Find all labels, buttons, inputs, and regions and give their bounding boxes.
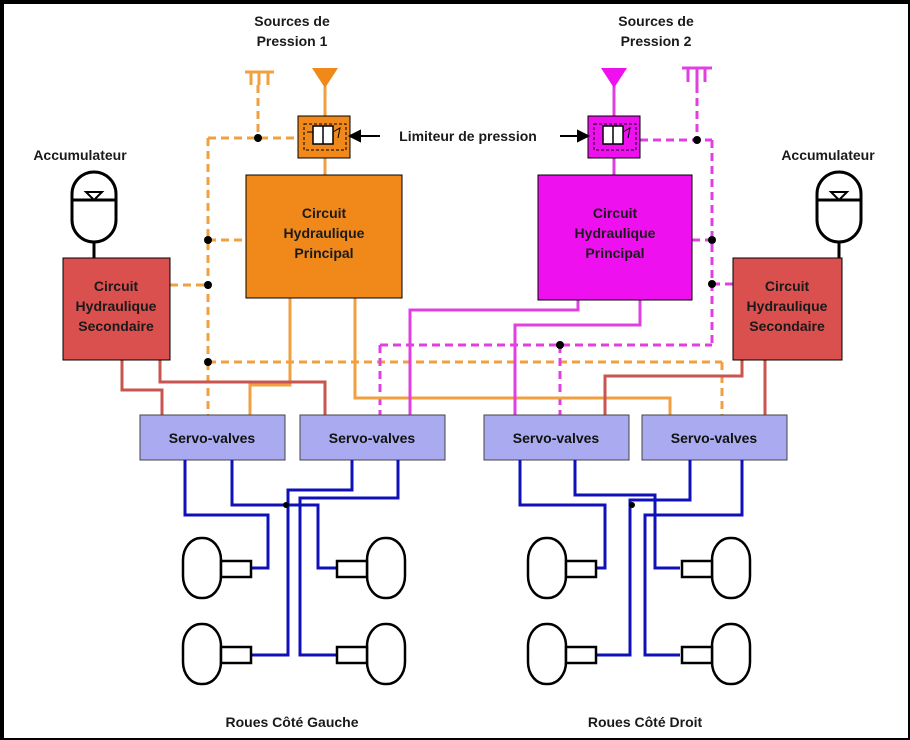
wheels-left-label: Roues Côté Gauche — [225, 714, 358, 730]
orange-supply-lines — [248, 85, 672, 415]
servo-valve-label-2: Servo-valves — [329, 430, 416, 446]
wheel-left-top-right-icon — [335, 536, 407, 600]
orange-drain-symbol — [245, 70, 274, 85]
secondary-left-line3: Secondaire — [78, 318, 154, 334]
secondary-left-line1: Circuit — [94, 278, 139, 294]
secondary-left-line2: Hydraulique — [76, 298, 157, 314]
pressure-limiter-left-icon — [297, 115, 351, 159]
wheel-left-top-left-icon — [181, 536, 253, 600]
servo-valve-box-3 — [483, 414, 630, 461]
servo-valve-box-4 — [641, 414, 788, 461]
servo-valve-box-2 — [299, 414, 446, 461]
wheel-left-bottom-right-icon — [335, 622, 407, 686]
junction-dots — [204, 134, 716, 508]
limiter-label: Limiteur de pression — [399, 128, 537, 144]
main-circuit-left-box — [245, 174, 403, 299]
accumulator-right-icon — [815, 170, 863, 258]
wheel-right-top-left-icon — [526, 536, 598, 600]
secondary-right-line3: Secondaire — [749, 318, 825, 334]
main-circuit-right-box — [537, 174, 693, 301]
servo-valve-label-1: Servo-valves — [169, 430, 256, 446]
secondary-circuit-left-box — [62, 257, 171, 361]
secondary-right-line2: Hydraulique — [747, 298, 828, 314]
blue-wheel-lines-right — [518, 460, 744, 657]
pressure-source-2-icon — [601, 68, 627, 88]
secondary-supply-lines — [120, 360, 767, 415]
wheel-right-top-right-icon — [680, 536, 752, 600]
secondary-circuit-right-box — [732, 257, 843, 361]
pressure-limiter-right-icon — [587, 115, 641, 159]
main-right-line1: Circuit — [593, 205, 638, 221]
main-right-line2: Hydraulique — [575, 225, 656, 241]
servo-valve-label-3: Servo-valves — [513, 430, 600, 446]
blue-wheel-lines-left — [183, 460, 400, 657]
servo-valve-label-4: Servo-valves — [671, 430, 758, 446]
source-2-label-line2: Pression 2 — [621, 33, 692, 49]
main-left-line3: Principal — [294, 245, 353, 261]
accumulator-left-label: Accumulateur — [33, 147, 127, 163]
accumulator-left-icon — [70, 170, 118, 258]
pressure-source-1-icon — [312, 68, 338, 88]
wheel-right-bottom-right-icon — [680, 622, 752, 686]
wheel-left-bottom-left-icon — [181, 622, 253, 686]
wheel-right-bottom-left-icon — [526, 622, 598, 686]
accumulator-right-label: Accumulateur — [781, 147, 875, 163]
wheels-right-label: Roues Côté Droit — [588, 714, 703, 730]
source-1-label-line1: Sources de — [254, 13, 330, 29]
source-2-label-line1: Sources de — [618, 13, 694, 29]
source-1-label-line2: Pression 1 — [257, 33, 328, 49]
main-right-line3: Principal — [585, 245, 644, 261]
limiter-arrows — [347, 129, 591, 143]
main-left-line2: Hydraulique — [284, 225, 365, 241]
magenta-drain-symbol — [682, 66, 712, 85]
servo-valve-box-1 — [139, 414, 286, 461]
main-left-line1: Circuit — [302, 205, 347, 221]
secondary-right-line1: Circuit — [765, 278, 810, 294]
